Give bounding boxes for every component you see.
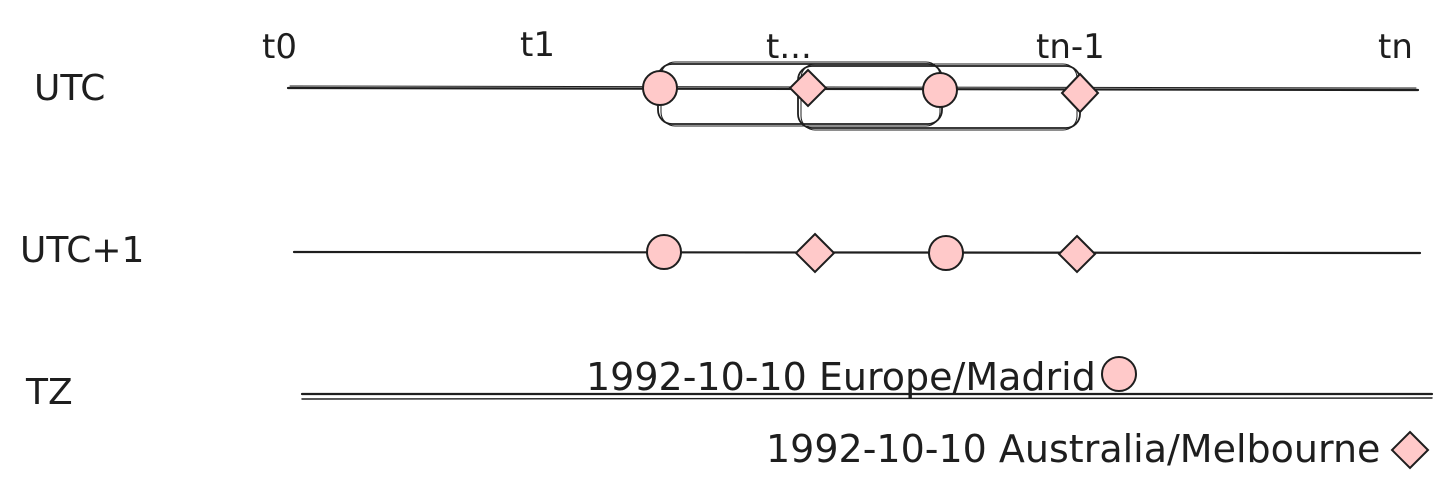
row-label-tz: TZ	[25, 372, 73, 413]
utc-axis-line-sketch	[289, 85, 1417, 89]
tz-timeline	[300, 392, 1434, 400]
legend-melbourne-label: 1992-10-10 Australia/Melbourne	[766, 427, 1380, 471]
tick-label-t-ellipsis: t...	[766, 27, 812, 67]
utc-plus-1-timeline	[292, 232, 1422, 274]
utc-plus-1-madrid-marker-2	[928, 235, 964, 271]
utc-madrid-marker-2	[922, 72, 958, 108]
utc-plus-1-madrid-marker-1	[646, 234, 682, 270]
row-label-utc-plus-1: UTC+1	[20, 230, 144, 271]
tz-axis-line-double	[301, 397, 1433, 400]
utc-plus-1-melbourne-marker-1	[794, 232, 836, 274]
tick-label-t0: t0	[262, 27, 297, 67]
utc-plus-1-axis-line	[292, 250, 1422, 255]
tick-label-tn-1: tn-1	[1036, 27, 1105, 67]
utc-melbourne-marker-2	[1060, 72, 1100, 114]
utc-madrid-marker-1	[642, 70, 678, 106]
legend-circle-marker	[1101, 356, 1137, 392]
row-label-utc: UTC	[34, 68, 105, 109]
utc-timeline	[286, 61, 1420, 131]
tick-label-t1: t1	[520, 25, 555, 65]
utc-plus-1-melbourne-marker-2	[1057, 234, 1097, 274]
utc-axis-line	[286, 86, 1420, 92]
tick-label-tn: tn	[1378, 27, 1413, 67]
legend: 1992-10-10 Europe/Madrid 1992-10-10 Aust…	[586, 355, 1430, 471]
legend-diamond-marker	[1390, 430, 1430, 470]
legend-madrid-label: 1992-10-10 Europe/Madrid	[586, 355, 1096, 399]
utc-melbourne-marker-1	[788, 68, 828, 108]
